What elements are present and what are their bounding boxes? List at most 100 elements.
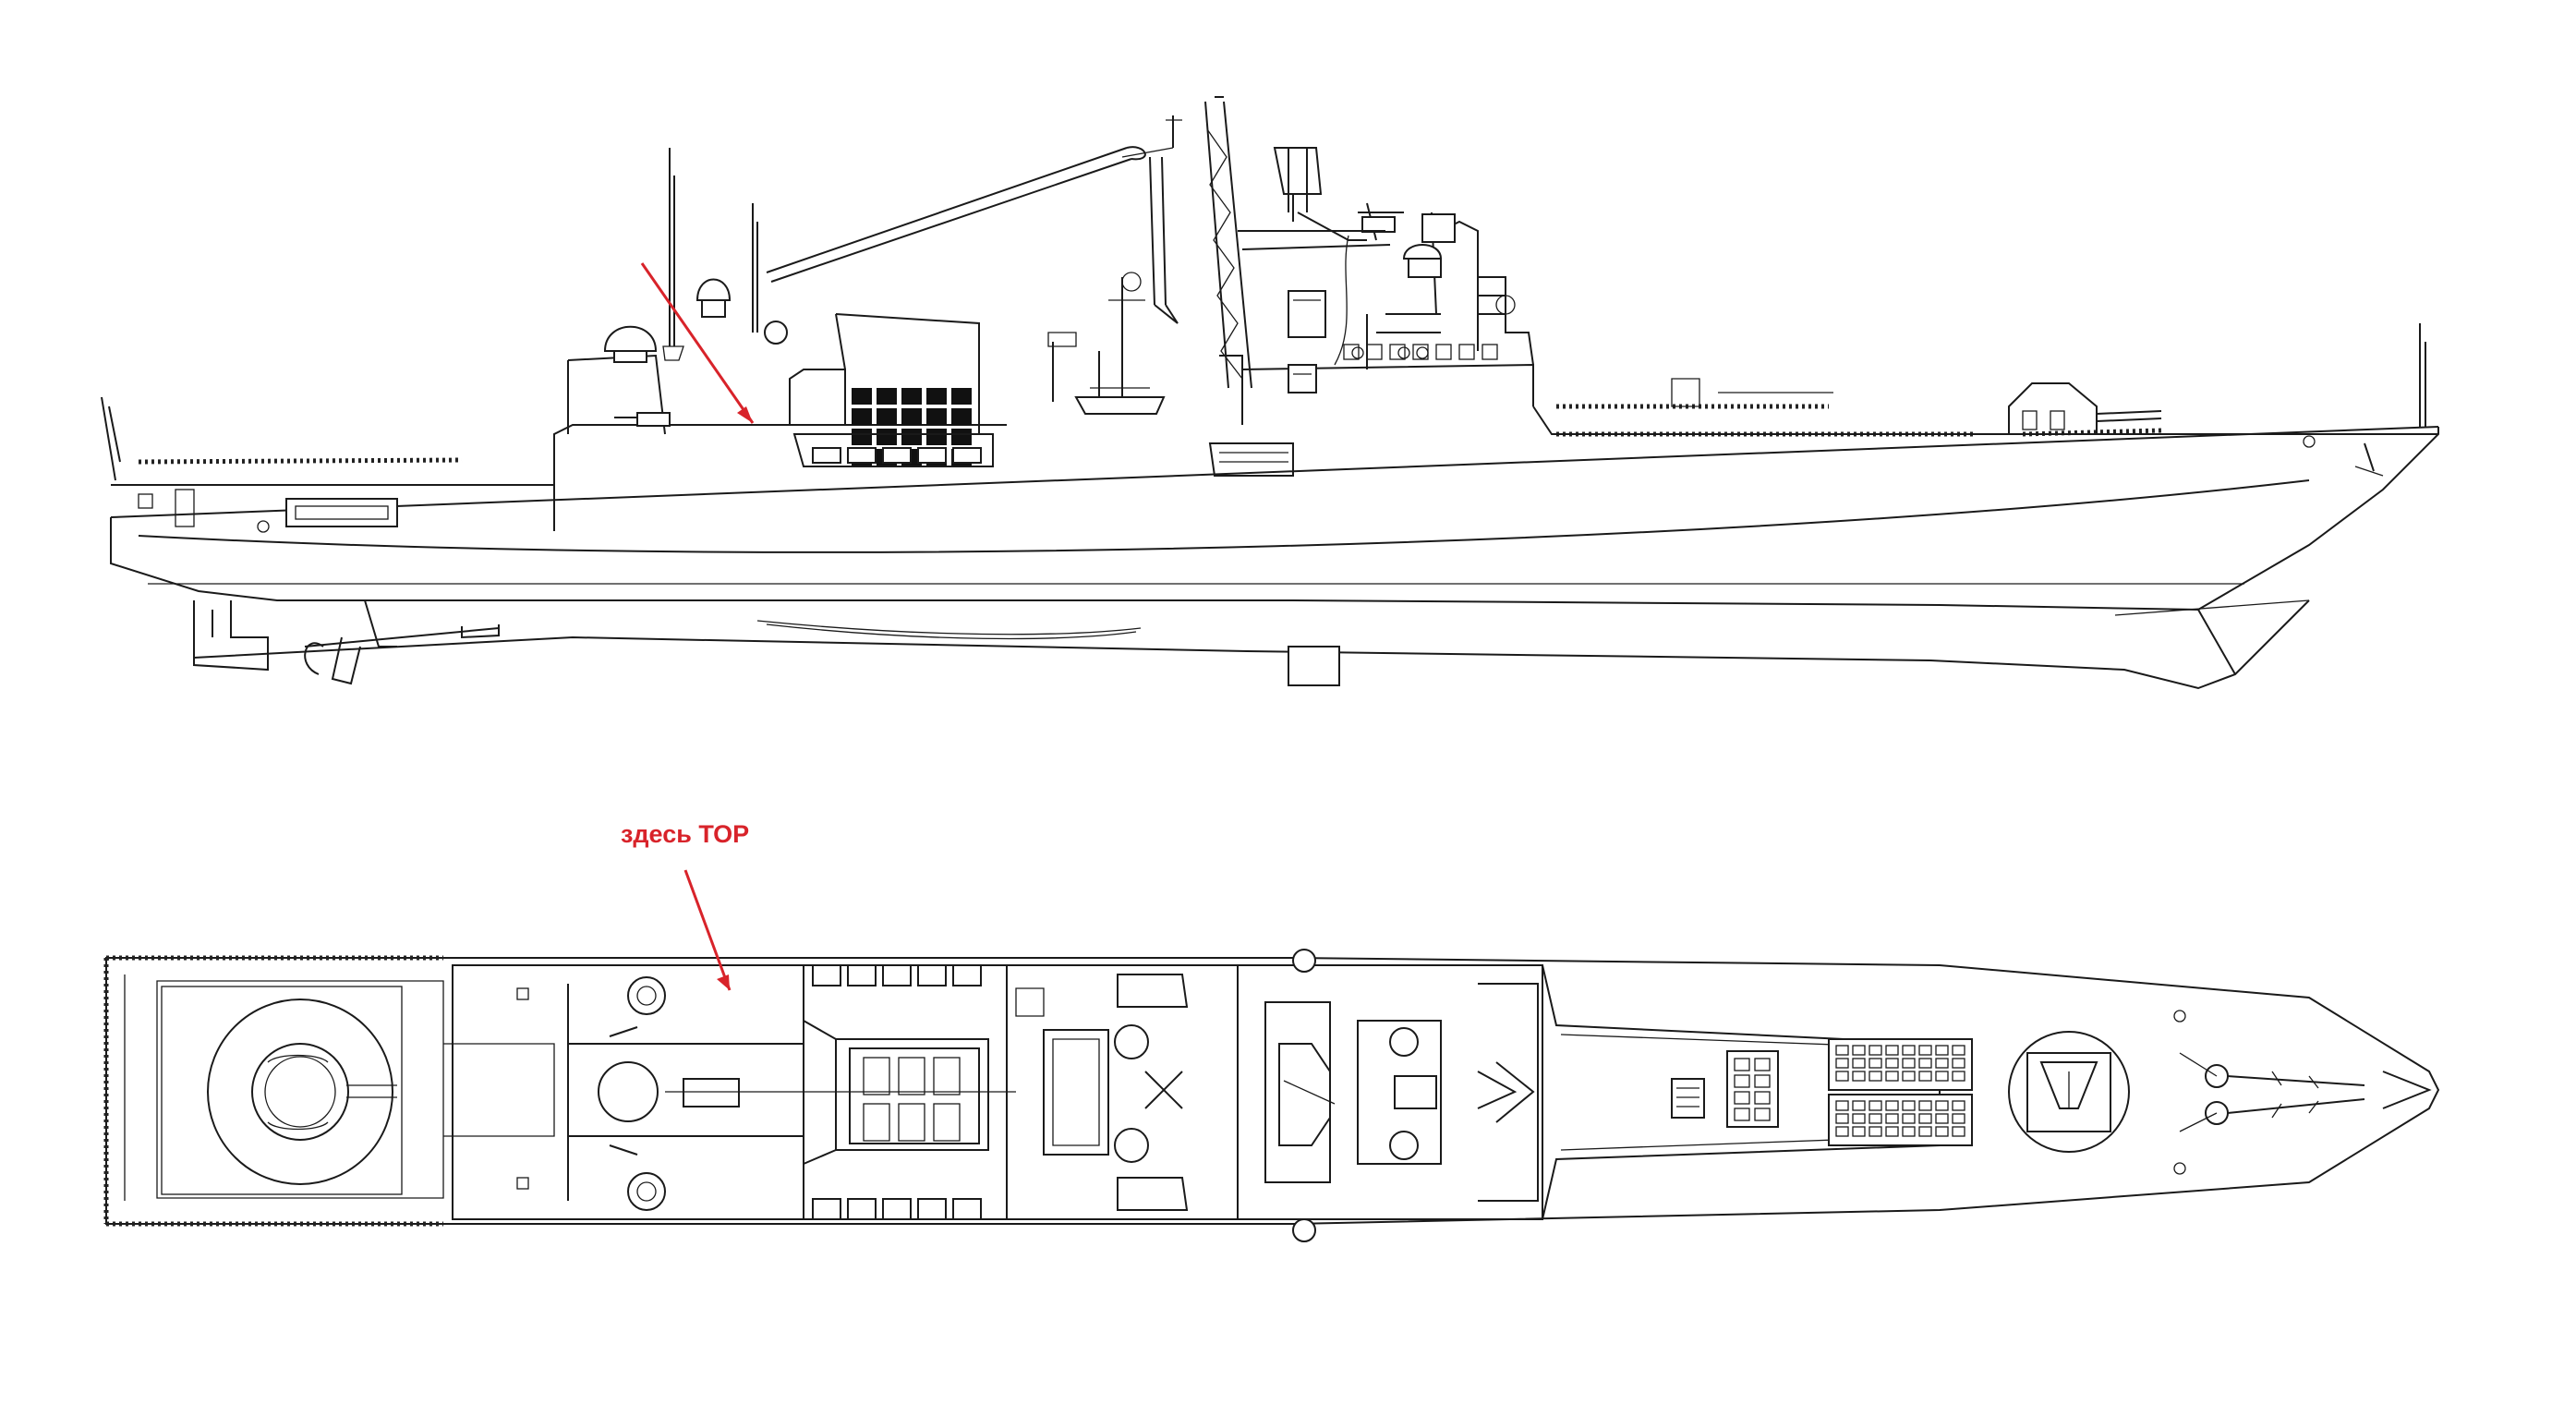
vls-cell — [1935, 1100, 1949, 1111]
vls-cell — [1952, 1126, 1965, 1137]
vls-cell — [1952, 1071, 1965, 1082]
vls-cell — [901, 429, 922, 445]
vls-cell — [1885, 1071, 1899, 1082]
vls-cell — [951, 388, 972, 405]
vls-cell — [877, 388, 897, 405]
vls-cell — [1885, 1126, 1899, 1137]
vls-cell — [1852, 1113, 1866, 1124]
vls-cell — [1734, 1058, 1750, 1071]
helipad — [161, 986, 403, 1195]
vls-cell — [1734, 1074, 1750, 1088]
vls-cell — [926, 429, 947, 445]
locker — [917, 1198, 947, 1220]
vls-cell — [1869, 1071, 1882, 1082]
vls-cell — [1852, 1058, 1866, 1069]
missile-launcher-block — [789, 313, 994, 467]
vls-cell — [877, 429, 897, 445]
vls-cell — [1885, 1058, 1899, 1069]
forecastle-plan — [1542, 964, 2432, 1220]
bridge-window — [1458, 344, 1475, 360]
top-plan-view — [103, 869, 2440, 1242]
launcher-cell — [898, 1057, 925, 1095]
vls-cell — [852, 429, 872, 445]
vls-cell — [901, 408, 922, 425]
vls-cell — [1902, 1045, 1916, 1056]
side-elevation-view — [101, 96, 2439, 690]
vls-cell — [1902, 1113, 1916, 1124]
vls-cell — [926, 388, 947, 405]
vls-cell — [1918, 1100, 1932, 1111]
vls-cell — [1835, 1100, 1849, 1111]
vls-cell — [1902, 1058, 1916, 1069]
vls-cell — [1935, 1058, 1949, 1069]
vls-cell — [1835, 1113, 1849, 1124]
boat-crane — [766, 146, 1179, 324]
vls-cell — [1902, 1100, 1916, 1111]
bridge-window — [1482, 344, 1498, 360]
vls-cell — [1734, 1107, 1750, 1121]
vls-cell — [1885, 1045, 1899, 1056]
vls-cell — [1952, 1100, 1965, 1111]
vls-cell — [1918, 1058, 1932, 1069]
vls-cell — [1754, 1058, 1771, 1071]
vls-cell — [1835, 1126, 1849, 1137]
vls-cell — [1869, 1126, 1882, 1137]
bridge-plan — [1238, 949, 1543, 1242]
forward-gun-turret — [101, 323, 2438, 481]
vls-cell — [1869, 1058, 1882, 1069]
bridge-window — [1389, 344, 1406, 360]
hangar-roof — [452, 964, 813, 1220]
missile-launcher-plan — [803, 964, 1016, 1220]
vls-cell — [1952, 1045, 1965, 1056]
locker — [812, 1198, 841, 1220]
vls-cell — [1885, 1100, 1899, 1111]
vls-cell — [1835, 1071, 1849, 1082]
locker — [847, 964, 877, 986]
vls-cell — [901, 388, 922, 405]
locker — [917, 964, 947, 986]
vls-cell — [1869, 1100, 1882, 1111]
vls-cell — [1902, 1126, 1916, 1137]
vls-cell — [1754, 1091, 1771, 1105]
launcher-cell — [898, 1103, 925, 1142]
locker — [882, 964, 912, 986]
vls-cell — [1734, 1091, 1750, 1105]
vls-cell — [951, 429, 972, 445]
vls-cell — [1935, 1071, 1949, 1082]
launcher-cell — [863, 1103, 890, 1142]
rescue-boat — [1047, 272, 1166, 415]
vls-cell — [1918, 1045, 1932, 1056]
vls-cell — [1918, 1113, 1932, 1124]
locker — [847, 1198, 877, 1220]
locker — [882, 447, 912, 464]
locker — [952, 447, 982, 464]
vls-cell — [1918, 1071, 1932, 1082]
main-lattice-mast — [1166, 96, 1252, 389]
vls-cell — [1869, 1045, 1882, 1056]
vls-cell — [1754, 1107, 1771, 1121]
locker — [847, 447, 877, 464]
hangar-superstructure — [111, 148, 1007, 533]
vls-cell — [1935, 1126, 1949, 1137]
vls-cell — [1952, 1113, 1965, 1124]
bridge-window — [1343, 344, 1360, 360]
vls-cell — [1935, 1113, 1949, 1124]
vls-cell — [1852, 1100, 1866, 1111]
annotation-arrow-top — [683, 869, 732, 991]
vls-cell — [1952, 1058, 1965, 1069]
vls-cell — [1852, 1045, 1866, 1056]
launcher-cell — [933, 1057, 961, 1095]
vls-cell — [852, 388, 872, 405]
vls-cell — [852, 408, 872, 425]
locker — [917, 447, 947, 464]
launcher-cell — [863, 1057, 890, 1095]
bridge-window — [1366, 344, 1383, 360]
vls-cell — [1885, 1113, 1899, 1124]
launcher-cell — [933, 1103, 961, 1142]
vls-cell — [1869, 1113, 1882, 1124]
locker — [952, 1198, 982, 1220]
locker — [812, 964, 841, 986]
bridge-superstructure — [1208, 212, 1534, 477]
vls-cell — [1835, 1045, 1849, 1056]
